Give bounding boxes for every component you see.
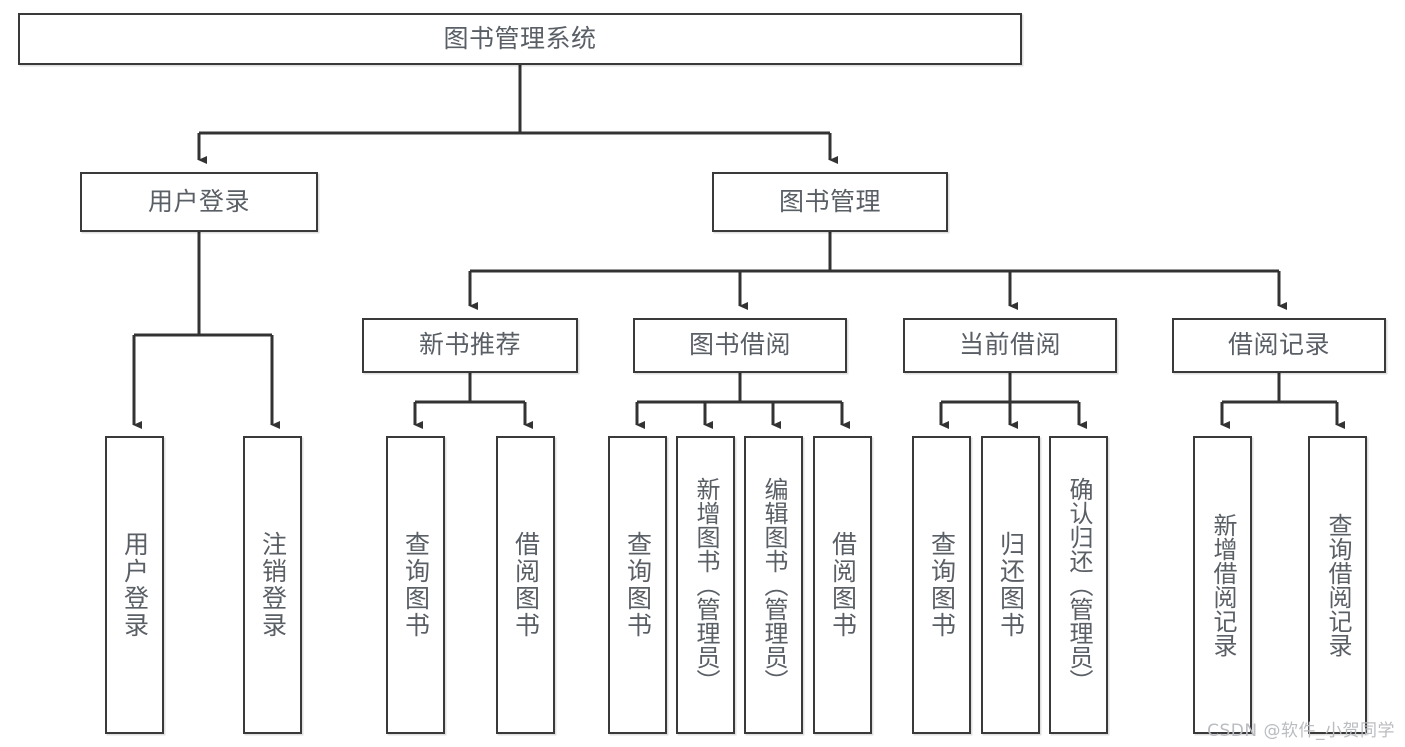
node-book-borrow[interactable]: 图书借阅 [633, 318, 847, 373]
node-label: 归还图书 [996, 531, 1026, 639]
node-label: 当前借阅 [958, 330, 1061, 360]
node-borrow-record[interactable]: 借阅记录 [1172, 318, 1386, 373]
node-user-login[interactable]: 用户登录 [80, 172, 318, 232]
node-label: 注销登录 [258, 531, 288, 639]
node-label: 查询图书 [623, 531, 653, 639]
node-label: 图书管理 [778, 186, 881, 216]
node-label: 借阅图书 [828, 531, 858, 639]
node-label: 新增图书（管理员） [691, 477, 720, 693]
node-label: 图书管理系统 [443, 23, 597, 53]
leaf-add-borrow-record[interactable]: 新增借阅记录 [1193, 436, 1252, 734]
node-label: 编辑图书（管理员） [759, 477, 788, 693]
leaf-user-login[interactable]: 用户登录 [105, 436, 164, 734]
node-label: 查询图书 [401, 531, 431, 639]
node-label: 查询图书 [927, 531, 957, 639]
leaf-edit-book-admin[interactable]: 编辑图书（管理员） [744, 436, 803, 734]
watermark: CSDN @软件_小贺同学 [1207, 721, 1395, 741]
leaf-query-book-1[interactable]: 查询图书 [386, 436, 445, 734]
leaf-query-borrow-record[interactable]: 查询借阅记录 [1308, 436, 1367, 734]
leaf-confirm-return-admin[interactable]: 确认归还（管理员） [1049, 436, 1108, 734]
node-label: 借阅图书 [511, 531, 541, 639]
leaf-query-book-3[interactable]: 查询图书 [912, 436, 971, 734]
node-current-borrow[interactable]: 当前借阅 [903, 318, 1117, 373]
leaf-add-book-admin[interactable]: 新增图书（管理员） [676, 436, 735, 734]
leaf-borrow-book-1[interactable]: 借阅图书 [496, 436, 555, 734]
node-label: 用户登录 [147, 186, 250, 216]
node-new-book-recommend[interactable]: 新书推荐 [362, 318, 578, 373]
node-label: 新增借阅记录 [1208, 513, 1237, 657]
node-label: 图书借阅 [688, 330, 791, 360]
leaf-query-book-2[interactable]: 查询图书 [608, 436, 667, 734]
node-root-system[interactable]: 图书管理系统 [18, 13, 1022, 65]
leaf-return-book[interactable]: 归还图书 [981, 436, 1040, 734]
node-label: 借阅记录 [1227, 330, 1330, 360]
node-label: 用户登录 [120, 531, 150, 639]
leaf-logout-login[interactable]: 注销登录 [243, 436, 302, 734]
leaf-borrow-book-2[interactable]: 借阅图书 [813, 436, 872, 734]
node-label: 新书推荐 [418, 330, 521, 360]
node-book-manage[interactable]: 图书管理 [712, 172, 948, 232]
node-label: 查询借阅记录 [1323, 513, 1352, 657]
node-label: 确认归还（管理员） [1064, 477, 1093, 693]
